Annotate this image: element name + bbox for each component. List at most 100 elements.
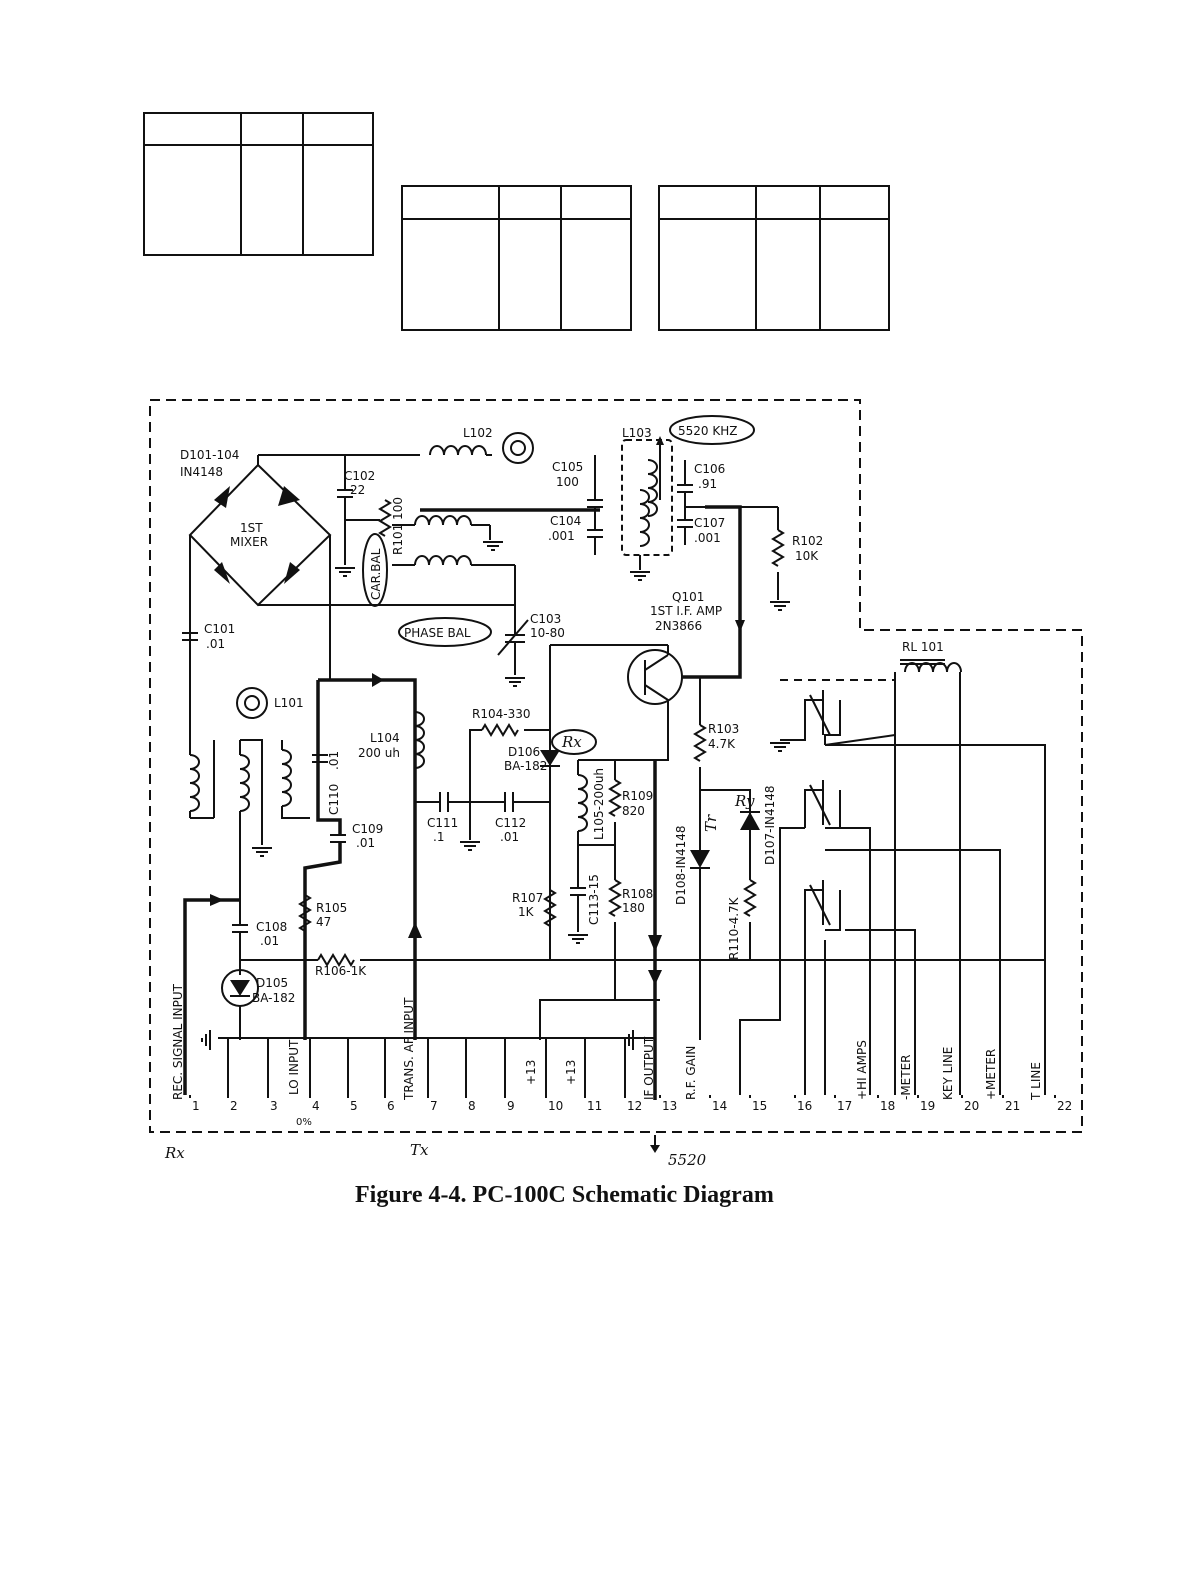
relay-contacts [769,690,841,931]
c110-label: C110 [327,784,341,815]
enclosure-outline [149,399,1083,1133]
pin-9-number: 9 [507,1099,515,1113]
r105-label: R105 [316,901,347,915]
c107-label: C107 [694,516,725,530]
c101-value: .01 [206,637,225,651]
mixer-label-1: 1ST [240,521,263,535]
r102-value: 10K [795,549,819,563]
d101-label: D101-104 [180,448,239,462]
r107-label: R107 [512,891,543,905]
c104-value: .001 [548,529,575,543]
d108-label: D108-IN4148 [674,825,688,905]
d101-type: IN4148 [180,465,223,479]
c104-label: C104 [550,514,581,528]
car-bal-circle [362,533,388,607]
pin20-label: KEY LINE [941,1047,955,1100]
l101-label: L101 [274,696,304,710]
pin-18-number: 18 [880,1099,895,1113]
figure-caption: Figure 4-4. PC-100C Schematic Diagram [355,1182,774,1208]
car-bal-label: CAR.BAL [369,548,383,600]
q101-transistor [627,649,683,705]
pin-7-number: 7 [430,1099,438,1113]
pin-13-number: 13 [662,1099,677,1113]
q101-label: Q101 [672,590,704,604]
pin-4-number: 4 [312,1099,320,1113]
pin-2-number: 2 [230,1099,238,1113]
f5520-note: 5520 [668,1151,707,1169]
tx-note: Tx [410,1141,429,1159]
pin1-label: REC. SIGNAL INPUT [171,983,185,1100]
c101-label: C101 [204,622,235,636]
pin21-label: +METER [984,1049,998,1100]
c103-value: 10-80 [530,626,565,640]
pin-8-number: 8 [468,1099,476,1113]
freq-circle [669,415,755,445]
c106-value: .91 [698,477,717,491]
r102-label: R102 [792,534,823,548]
c102-label: C102 [344,469,375,483]
c111-label: C111 [427,816,458,830]
r103-label: R103 [708,722,739,736]
pin-19-number: 19 [920,1099,935,1113]
rl101-label: RL 101 [902,640,944,654]
d105-type: BA-182 [252,991,295,1005]
r110-label: R110-4.7K [727,896,741,960]
c105-label: C105 [552,460,583,474]
pin18-label: +HI AMPS [855,1040,869,1100]
pin11-label: +13 [564,1060,578,1085]
c109-label: C109 [352,822,383,836]
pin13-label: IF OUTPUT [642,1036,656,1100]
r108-label: R108 [622,887,653,901]
pin22-label: T LINE [1029,1062,1043,1101]
c112-label: C112 [495,816,526,830]
l104-label: L104 [370,731,400,745]
c108-label: C108 [256,920,287,934]
pin-21-number: 21 [1005,1099,1020,1113]
q101-desc: 1ST I.F. AMP [650,604,722,618]
pin-12-number: 12 [627,1099,642,1113]
c109-value: .01 [356,836,375,850]
c105-value: 100 [556,475,579,489]
c106-label: C106 [694,462,725,476]
d107-label: D107-IN4148 [763,785,777,865]
freq-label: 5520 KHZ [678,424,737,438]
pin-22-number: 22 [1057,1099,1072,1113]
pin-3-number: 3 [270,1099,278,1113]
l102-label: L102 [463,426,493,440]
r109-label: R109 [622,789,653,803]
c107-value: .001 [694,531,721,545]
rx-circle [551,729,597,755]
r105-value: 47 [316,915,331,929]
pin19-label: -METER [899,1054,913,1100]
q101-type: 2N3866 [655,619,702,633]
l103-label: L103 [622,426,652,440]
rx-note: Rx [164,1144,185,1162]
pin-15-number: 15 [752,1099,767,1113]
c113-label: C113-15 [587,874,601,925]
r103-value: 4.7K [708,737,736,751]
pin-14-number: 14 [712,1099,727,1113]
r108-value: 180 [622,901,645,915]
ry-label: Ry [734,792,755,810]
pin14-label: R.F. GAIN [684,1046,698,1100]
c108-value: .01 [260,934,279,948]
r101-label: R101 100 [391,497,405,555]
c110-value: .01 [327,751,341,770]
c111-value: .1 [433,830,444,844]
d105-label: D105 [256,976,288,990]
c102-value: 22 [350,483,365,497]
pin-17-number: 17 [837,1099,852,1113]
d106-type: BA-182 [504,759,547,773]
mixer-label-2: MIXER [230,535,268,549]
c103-label: C103 [530,612,561,626]
l105-label: L105-200uh [592,768,606,840]
l101-core-icon [236,687,268,719]
c112-value: .01 [500,830,519,844]
pin7-label: TRANS. AF INPUT [402,997,416,1101]
pin10-label: +13 [524,1060,538,1085]
l102-core-icon [502,432,534,464]
d106-label: D106 [508,745,540,759]
r109-value: 820 [622,804,645,818]
